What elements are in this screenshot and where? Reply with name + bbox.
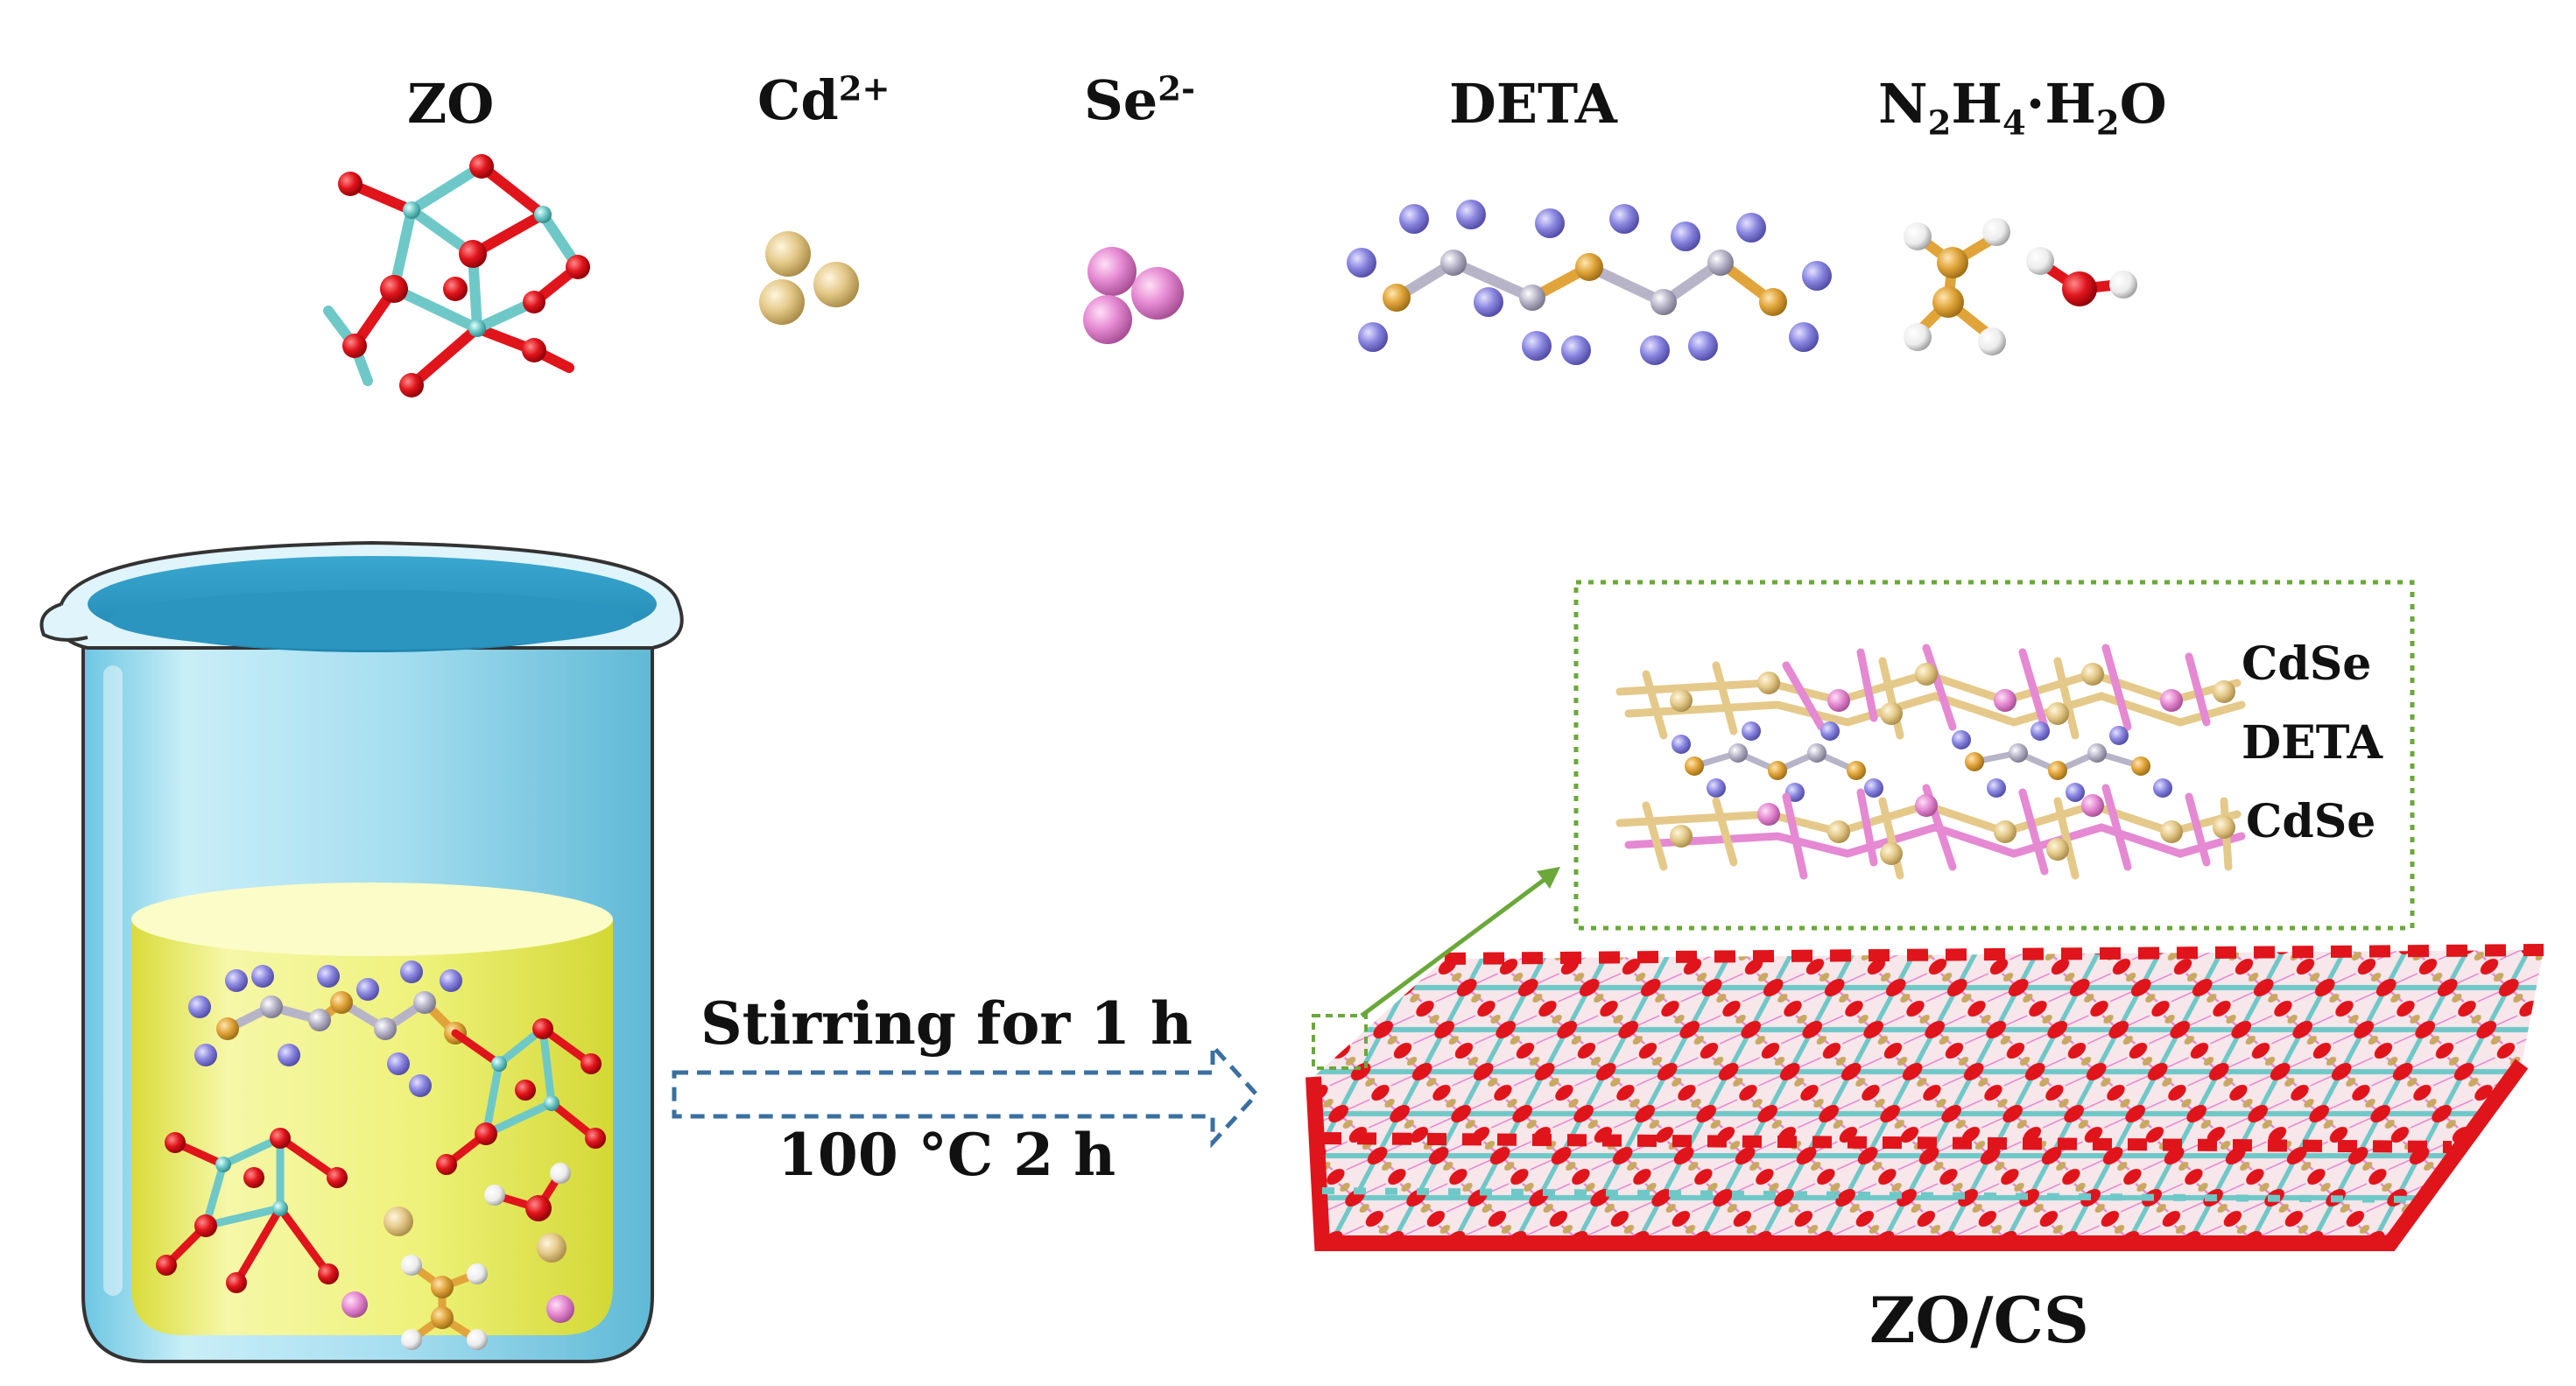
beaker-zo-cluster-left bbox=[156, 1128, 348, 1293]
zo-molecule-icon bbox=[323, 154, 590, 398]
product-label: ZO/CS bbox=[1869, 1283, 2089, 1357]
reagent-label-hydrazine-hydrate: N2H4·H2O bbox=[1878, 72, 2167, 144]
solution bbox=[131, 919, 613, 1335]
process-arrow bbox=[672, 1040, 1260, 1149]
beaker bbox=[39, 540, 684, 1363]
process-step-stirring: Stirring for 1 h bbox=[700, 989, 1193, 1058]
inset-structure bbox=[1573, 580, 2415, 931]
deta-molecule-icon bbox=[1347, 200, 1832, 365]
reagent-label-deta: DETA bbox=[1449, 72, 1617, 136]
reagent-label-cd: Cd2+ bbox=[757, 68, 890, 132]
inset-label-deta: DETA bbox=[2242, 716, 2382, 770]
zo-cs-slab bbox=[1306, 867, 2544, 1251]
se-ion-icon bbox=[1083, 247, 1184, 344]
inset-label-top-cdse: CdSe bbox=[2242, 637, 2372, 691]
beaker-deta-molecule bbox=[188, 960, 467, 1097]
beaker-ions bbox=[341, 1207, 574, 1323]
inset-label-bottom-cdse: CdSe bbox=[2246, 795, 2376, 848]
process-step-heating: 100 °C 2 h bbox=[778, 1121, 1116, 1189]
beaker-zo-cluster-right bbox=[436, 1018, 606, 1175]
beaker-hydrazine bbox=[401, 1163, 571, 1350]
hydrazine-hydrate-icon bbox=[1904, 218, 2137, 355]
reagent-label-zo: ZO bbox=[407, 72, 495, 136]
cd-ion-icon bbox=[759, 231, 859, 325]
reagent-label-se: Se2- bbox=[1084, 68, 1195, 132]
